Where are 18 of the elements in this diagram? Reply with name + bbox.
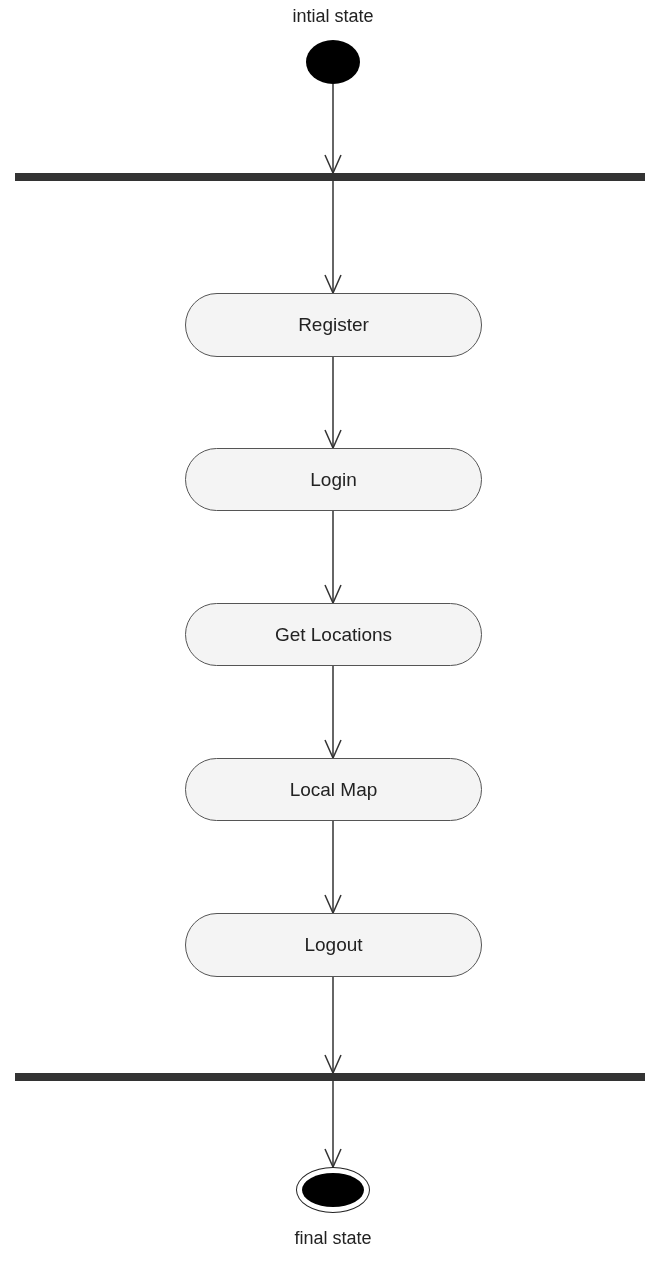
state-label: final state — [293, 1228, 373, 1249]
action-label: Local Map — [289, 778, 378, 801]
state-label: intial state — [291, 6, 375, 27]
arrow — [324, 180, 342, 294]
action-label: Register — [298, 314, 369, 336]
arrow — [324, 510, 342, 604]
arrow — [324, 356, 342, 449]
arrow — [324, 976, 342, 1074]
arrow — [324, 665, 342, 759]
arrow — [324, 1080, 342, 1168]
action-label: Login — [310, 468, 357, 491]
synchronization-bar — [15, 173, 645, 181]
action-label: Get Locations — [274, 623, 393, 646]
initial-node — [306, 40, 360, 84]
arrow — [324, 83, 342, 174]
arrow — [324, 820, 342, 914]
action-label: Logout — [304, 934, 363, 956]
synchronization-bar — [15, 1073, 645, 1081]
